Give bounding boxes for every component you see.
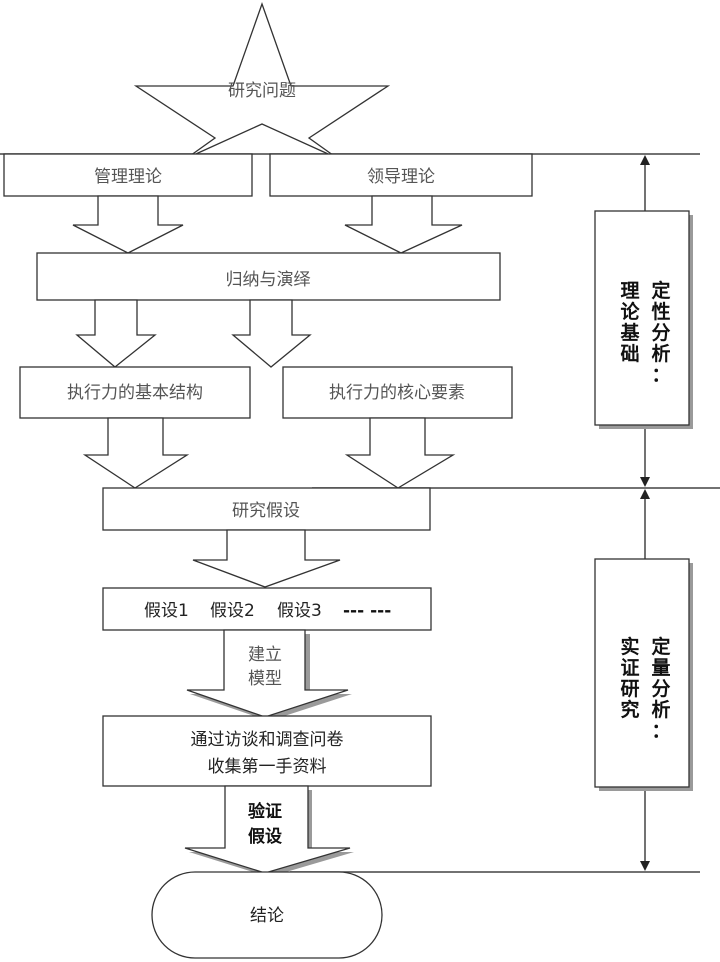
management-theory-label: 管理理论 — [94, 167, 162, 187]
induction-deduction-box — [36, 252, 501, 301]
arrow-induction-to-elements — [231, 299, 312, 368]
conclusion-label: 结论 — [250, 906, 284, 926]
arrow-leadership-to-induction — [344, 195, 463, 254]
hypothesis-3: 假设3 — [277, 601, 322, 621]
leadership-theory-label: 领导理论 — [367, 167, 435, 187]
execution-elements-label: 执行力的核心要素 — [329, 383, 465, 403]
hypothesis-1: 假设1 — [144, 601, 189, 621]
arrow-verify-hypothesis — [184, 785, 351, 874]
build-model-line-1: 建立 — [248, 645, 282, 665]
vertical-char: 析 — [651, 698, 670, 721]
management-theory-box — [3, 153, 253, 197]
verify-hypothesis-line-1: 验证 — [248, 801, 282, 822]
vertical-char: 分 — [651, 678, 670, 700]
conclusion-terminal — [151, 871, 383, 959]
qualitative-analysis-panel — [594, 210, 690, 426]
vertical-char: 究 — [620, 698, 639, 721]
hypotheses-ellipsis: --- --- — [343, 601, 391, 621]
vertical-char: 证 — [620, 657, 639, 679]
arrow-elements-to-hypothesis — [344, 417, 456, 489]
vertical-char: 研 — [620, 678, 639, 700]
vertical-char: ： — [651, 364, 670, 386]
vertical-char: 础 — [620, 343, 639, 365]
arrow-induction-to-structure — [75, 299, 157, 368]
vertical-char: 定 — [651, 635, 670, 658]
research-question-star — [133, 2, 391, 159]
vertical-char: 析 — [651, 342, 670, 365]
vertical-char: 理 — [620, 280, 639, 302]
hypothesis-2: 假设2 — [210, 601, 255, 621]
build-model-line-2: 模型 — [248, 669, 282, 689]
arrow-build-model — [186, 629, 349, 718]
vertical-char: 论 — [620, 300, 640, 323]
research-hypothesis-label: 研究假设 — [232, 501, 300, 521]
arrow-hypothesis-to-list — [192, 529, 341, 588]
arrow-management-to-induction — [72, 195, 184, 254]
execution-structure-box — [19, 366, 251, 419]
vertical-char: 性 — [651, 300, 670, 323]
induction-deduction-label: 归纳与演绎 — [226, 270, 311, 290]
vertical-char: ： — [651, 720, 670, 742]
vertical-char: 分 — [651, 322, 670, 344]
arrow-structure-to-hypothesis — [82, 417, 190, 489]
quantitative-analysis-panel — [594, 558, 690, 788]
research-hypothesis-box — [102, 487, 431, 531]
hypotheses-list-box — [102, 587, 432, 631]
vertical-char: 基 — [619, 321, 640, 344]
verify-hypothesis-line-2: 假设 — [248, 826, 282, 847]
data-collection-line-2: 收集第一手资料 — [208, 757, 327, 777]
data-collection-line-1: 通过访谈和调查问卷 — [191, 730, 344, 750]
vertical-char: 实 — [620, 635, 639, 658]
execution-elements-box — [282, 366, 513, 419]
vertical-char: 量 — [651, 657, 670, 679]
data-collection-box — [102, 715, 432, 787]
execution-structure-label: 执行力的基本结构 — [67, 383, 203, 403]
vertical-char: 定 — [651, 279, 670, 302]
research-question-label: 研究问题 — [228, 81, 296, 101]
